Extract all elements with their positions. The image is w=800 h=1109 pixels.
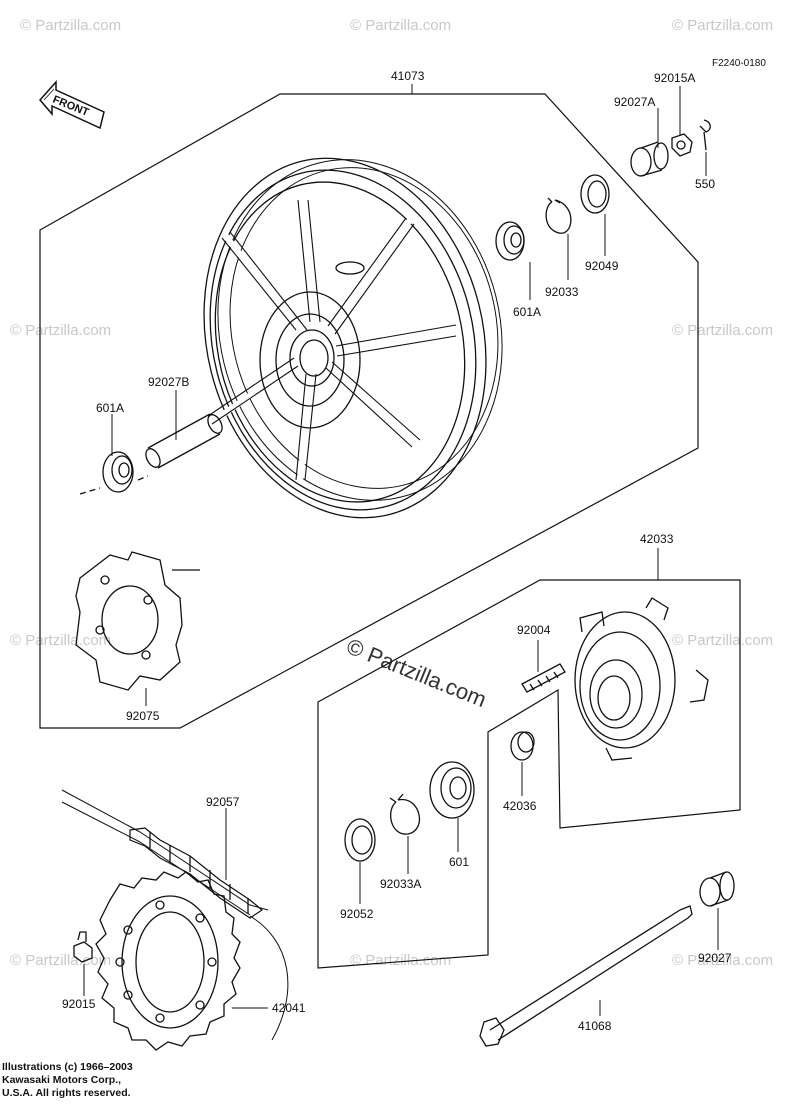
label-42041: 42041 — [272, 1001, 306, 1015]
label-92033a: 92033A — [380, 877, 421, 891]
label-601: 601 — [449, 855, 469, 869]
coupling-42033 — [574, 597, 709, 761]
watermark-layer: © Partzilla.com © Partzilla.com © Partzi… — [10, 17, 773, 969]
circlip-92033 — [545, 197, 572, 234]
label-92052: 92052 — [340, 907, 374, 921]
wheel-group-outline — [39, 93, 699, 729]
label-601a-left: 601A — [96, 401, 124, 415]
label-92015a: 92015A — [654, 71, 695, 85]
circlip-92033a — [389, 793, 420, 835]
wheel-rim — [203, 157, 503, 519]
label-550: 550 — [695, 177, 715, 191]
label-41068: 41068 — [578, 1019, 612, 1033]
watermark: © Partzilla.com — [672, 952, 773, 969]
nut-92015a — [671, 133, 693, 157]
diagram-code: F2240-0180 — [712, 58, 766, 69]
oil-seal-92052 — [344, 818, 376, 862]
oil-seal-92049 — [580, 174, 610, 214]
axle-41068 — [479, 905, 693, 1047]
label-92027b: 92027B — [148, 375, 189, 389]
watermark: © Partzilla.com — [672, 17, 773, 34]
watermark: © Partzilla.com — [10, 952, 111, 969]
label-92004: 92004 — [517, 623, 551, 637]
part-labels: 41073 92027A 92015A 550 601A 92033 92049… — [62, 69, 732, 1033]
watermark: © Partzilla.com — [672, 322, 773, 339]
bearing-601a-top — [495, 221, 525, 261]
drive-chain-92057 — [61, 789, 289, 1041]
watermark: © Partzilla.com — [350, 952, 451, 969]
sleeve-92027a — [630, 141, 669, 177]
watermark: © Partzilla.com — [20, 17, 121, 34]
watermark: © Partzilla.com — [350, 17, 451, 34]
bearing-601a-left — [79, 451, 149, 495]
watermark: © Partzilla.com — [10, 322, 111, 339]
copyright-notice: Illustrations (c) 1966–2003 Kawasaki Mot… — [2, 1061, 222, 1100]
stud-92004 — [521, 663, 566, 693]
label-92027: 92027 — [698, 951, 732, 965]
label-42033: 42033 — [640, 532, 674, 546]
nut-92015 — [73, 931, 93, 963]
leader-lines — [83, 84, 719, 1016]
label-601a-top: 601A — [513, 305, 541, 319]
label-92075: 92075 — [126, 709, 160, 723]
label-92057: 92057 — [206, 795, 240, 809]
sprocket-42041 — [95, 871, 241, 1051]
sleeve-92027b — [145, 413, 223, 469]
sleeve-92027 — [699, 871, 735, 907]
copyright-line: U.S.A. All rights reserved. — [2, 1087, 131, 1099]
rubber-damper-92075 — [75, 551, 200, 691]
label-92049: 92049 — [585, 259, 619, 273]
watermark-center: © Partzilla.com — [343, 633, 490, 712]
coupling-group-outline — [317, 579, 741, 969]
collar-42036 — [510, 731, 535, 761]
label-92015: 92015 — [62, 997, 96, 1011]
label-92027a: 92027A — [614, 95, 655, 109]
front-arrow-icon: FRONT — [39, 80, 105, 130]
label-41073: 41073 — [391, 69, 425, 83]
label-92033: 92033 — [545, 285, 579, 299]
copyright-line: Illustrations (c) 1966–2003 — [2, 1061, 133, 1073]
bearing-601 — [429, 761, 475, 819]
label-42036: 42036 — [503, 799, 537, 813]
watermark: © Partzilla.com — [10, 632, 111, 649]
watermark: © Partzilla.com — [672, 632, 773, 649]
cotter-pin-550 — [699, 119, 711, 151]
copyright-line: Kawasaki Motors Corp., — [2, 1074, 122, 1086]
